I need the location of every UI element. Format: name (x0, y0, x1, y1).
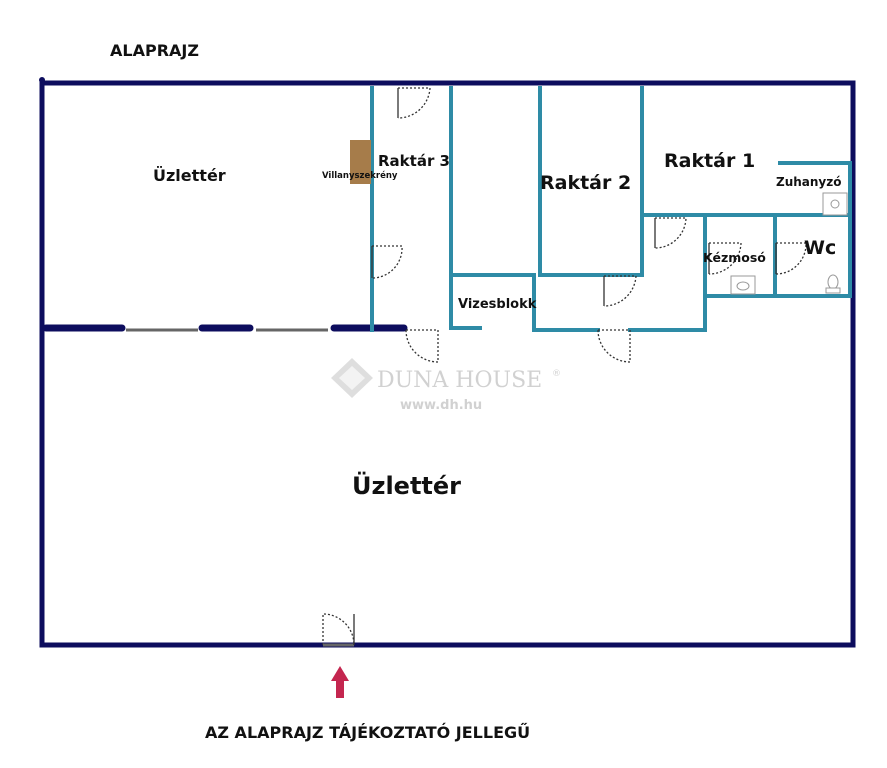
entrance-arrow-icon (331, 666, 349, 698)
label-villanyszekreny: Villanyszekrény (322, 170, 398, 181)
doors (322, 87, 807, 647)
door-raktar2 (603, 275, 637, 307)
room-label-vizesblokk: Vizesblokk (458, 297, 537, 312)
watermark-url: www.dh.hu (400, 398, 482, 413)
door-raktar3-side (371, 245, 403, 279)
outer-wall (39, 80, 856, 648)
inner-walls (370, 86, 852, 332)
room-label-wc: Wc (804, 237, 836, 259)
door-wc (775, 242, 807, 275)
watermark-registered: ® (552, 369, 561, 379)
plan-title: ALAPRAJZ (110, 41, 199, 60)
door-vizesblokk (597, 329, 631, 363)
room-label-kezmoso: Kézmosó (703, 250, 766, 265)
door-shop-partition (405, 329, 439, 363)
room-label-raktar1: Raktár 1 (664, 150, 755, 172)
door-entrance (322, 613, 355, 646)
watermark-logo-icon (331, 358, 373, 398)
shop-partition (42, 324, 408, 332)
corner-mark (39, 77, 45, 83)
footer-disclaimer: AZ ALAPRAJZ TÁJÉKOZTATÓ JELLEGŰ (205, 722, 530, 742)
watermark-brand: DUNA HOUSE (377, 368, 542, 393)
room-label-raktar3: Raktár 3 (378, 152, 450, 170)
watermark: DUNA HOUSE ® www.dh.hu (331, 358, 561, 413)
door-raktar1 (654, 217, 687, 249)
room-label-uzletter-small: Üzlettér (153, 166, 226, 185)
door-kezmoso (708, 242, 742, 275)
room-label-raktar2: Raktár 2 (540, 172, 631, 194)
toilet-icon (825, 274, 841, 294)
sink-icon (730, 275, 756, 295)
electrical-cabinet (350, 140, 371, 184)
room-label-uzletter-main: Üzlettér (352, 470, 461, 500)
room-label-zuhanyzo: Zuhanyzó (776, 175, 841, 189)
shower-icon (822, 192, 848, 216)
door-raktar3-top (397, 87, 431, 119)
